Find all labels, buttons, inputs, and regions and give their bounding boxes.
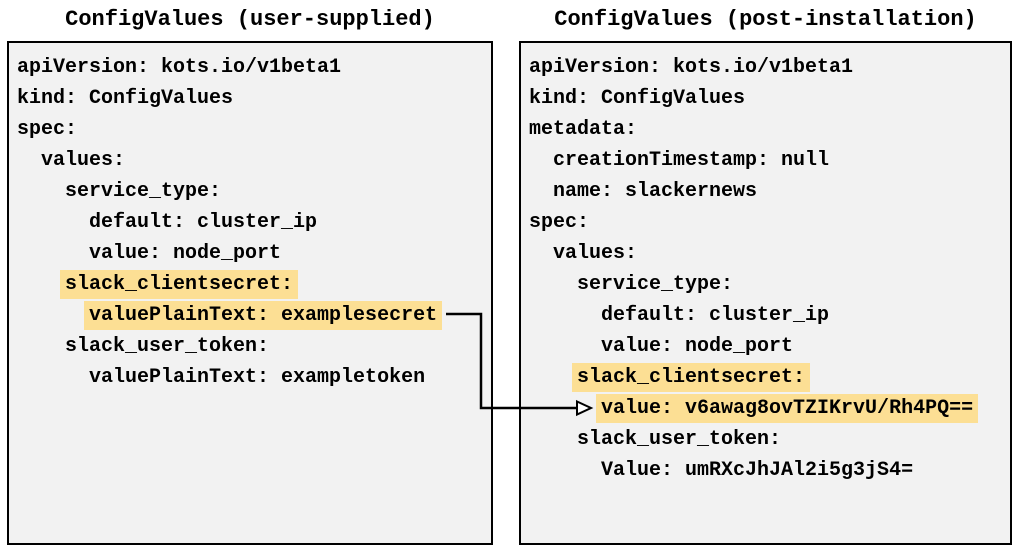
highlighted-code-text: value: v6awag8ovTZIKrvU/Rh4PQ== xyxy=(596,394,979,423)
code-line: spec: xyxy=(529,207,1004,238)
code-indent xyxy=(529,273,577,296)
code-line: Value: umRXcJhJAl2i5g3jS4= xyxy=(529,455,1004,486)
code-text: Value: umRXcJhJAl2i5g3jS4= xyxy=(601,459,914,482)
code-line: valuePlainText: exampletoken xyxy=(17,362,485,393)
code-indent xyxy=(529,149,553,172)
code-text: values: xyxy=(41,149,126,172)
code-indent xyxy=(529,180,553,203)
code-line: service_type: xyxy=(17,176,485,207)
code-line: default: cluster_ip xyxy=(17,207,485,238)
code-line: value: node_port xyxy=(529,331,1004,362)
code-line: slack_user_token: xyxy=(529,424,1004,455)
code-indent xyxy=(529,304,601,327)
code-text: metadata: xyxy=(529,118,638,141)
code-line: spec: xyxy=(17,114,485,145)
code-text: kind: ConfigValues xyxy=(529,87,746,110)
code-text: valuePlainText: exampletoken xyxy=(89,366,426,389)
code-lines: apiVersion: kots.io/v1beta1 kind: ConfigV… xyxy=(529,52,1004,486)
code-text: apiVersion: kots.io/v1beta1 xyxy=(17,56,342,79)
code-indent xyxy=(529,335,601,358)
code-text: value: node_port xyxy=(601,335,794,358)
code-line: values: xyxy=(529,238,1004,269)
code-indent xyxy=(529,366,577,389)
code-line: creationTimestamp: null xyxy=(529,145,1004,176)
code-indent xyxy=(529,242,553,265)
code-indent xyxy=(17,149,41,172)
code-line: value: v6awag8ovTZIKrvU/Rh4PQ== xyxy=(529,393,1004,424)
code-text: service_type: xyxy=(577,273,734,296)
config-values-post-installation-panel: apiVersion: kots.io/v1beta1 kind: ConfigV… xyxy=(519,41,1012,545)
highlighted-code-text: slack_clientsecret: xyxy=(60,270,299,299)
code-line: apiVersion: kots.io/v1beta1 xyxy=(17,52,485,83)
code-lines: apiVersion: kots.io/v1beta1 kind: ConfigV… xyxy=(17,52,485,393)
code-line: value: node_port xyxy=(17,238,485,269)
config-values-user-supplied-panel: apiVersion: kots.io/v1beta1 kind: ConfigV… xyxy=(7,41,493,545)
code-line: apiVersion: kots.io/v1beta1 xyxy=(529,52,1004,83)
code-text: name: slackernews xyxy=(553,180,758,203)
code-text: spec: xyxy=(529,211,590,234)
code-text: apiVersion: kots.io/v1beta1 xyxy=(529,56,854,79)
code-text: slack_user_token: xyxy=(65,335,270,358)
code-line: kind: ConfigValues xyxy=(529,83,1004,114)
code-text: creationTimestamp: null xyxy=(553,149,830,172)
code-line: name: slackernews xyxy=(529,176,1004,207)
code-indent xyxy=(17,242,89,265)
code-line: valuePlainText: examplesecret xyxy=(17,300,485,331)
code-text: values: xyxy=(553,242,638,265)
code-text: value: node_port xyxy=(89,242,282,265)
code-indent xyxy=(529,428,577,451)
code-text: spec: xyxy=(17,118,78,141)
code-text: default: cluster_ip xyxy=(601,304,830,327)
code-text: slack_user_token: xyxy=(577,428,782,451)
highlighted-code-text: slack_clientsecret: xyxy=(572,363,811,392)
code-line: service_type: xyxy=(529,269,1004,300)
code-line: default: cluster_ip xyxy=(529,300,1004,331)
code-line: slack_clientsecret: xyxy=(529,362,1004,393)
code-line: slack_clientsecret: xyxy=(17,269,485,300)
code-indent xyxy=(529,397,601,420)
code-indent xyxy=(17,273,65,296)
highlighted-code-text: valuePlainText: examplesecret xyxy=(84,301,443,330)
left-panel-title: ConfigValues (user-supplied) xyxy=(65,7,435,32)
code-line: kind: ConfigValues xyxy=(17,83,485,114)
code-indent xyxy=(529,459,601,482)
code-text: service_type: xyxy=(65,180,222,203)
code-line: values: xyxy=(17,145,485,176)
code-indent xyxy=(17,211,89,234)
code-line: slack_user_token: xyxy=(17,331,485,362)
code-indent xyxy=(17,335,65,358)
code-indent xyxy=(17,180,65,203)
code-indent xyxy=(17,366,89,389)
code-line: metadata: xyxy=(529,114,1004,145)
right-panel-title: ConfigValues (post-installation) xyxy=(554,7,977,32)
code-text: default: cluster_ip xyxy=(89,211,318,234)
code-text: kind: ConfigValues xyxy=(17,87,234,110)
code-indent xyxy=(17,304,89,327)
